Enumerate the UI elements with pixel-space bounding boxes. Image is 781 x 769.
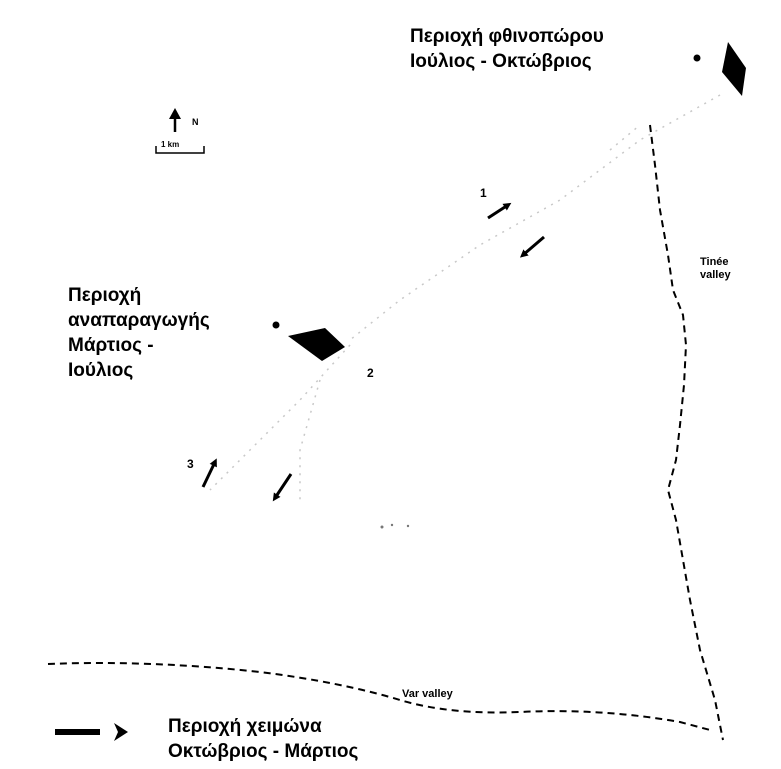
- north-arrow-icon: [169, 108, 181, 132]
- breeding-area-line4: Ιούλιος: [68, 360, 134, 381]
- var-valley-line: [47, 662, 711, 731]
- var-valley-label: Var valley: [402, 688, 453, 700]
- autumn-area-line2: Ιούλιος - Οκτώβριος: [410, 51, 592, 72]
- autumn-area-line1: Περιοχή φθινοπώρου: [410, 26, 604, 47]
- tinee-valley-label: Tinée valley: [700, 256, 731, 282]
- winter-area-line1: Περιοχή χειμώνα: [168, 716, 322, 737]
- winter-area-specks: [380, 523, 410, 529]
- autumn-area-point: [693, 54, 701, 62]
- autumn-area-polygon: [722, 42, 746, 96]
- scale-label: 1 km: [161, 140, 180, 149]
- migration-arrows: [201, 202, 545, 502]
- route-line-3: [299, 379, 321, 500]
- breeding-area-line3: Μάρτιος -: [68, 335, 154, 356]
- north-label: N: [192, 117, 199, 127]
- scale-bar-icon: [155, 146, 205, 154]
- breeding-area-label: Περιοχή αναπαραγωγής Μάρτιος - Ιούλιος: [68, 283, 210, 383]
- route-label-3: 3: [187, 457, 194, 471]
- legend-arrow-icon: [55, 723, 128, 741]
- migration-arrow-icon: [201, 458, 217, 488]
- route-line-1: [349, 94, 721, 341]
- route-label-1: 1: [480, 186, 487, 200]
- route-line-2: [209, 344, 351, 491]
- migration-routes: [209, 94, 721, 500]
- route-line-4: [609, 124, 641, 151]
- autumn-area-label: Περιοχή φθινοπώρου Ιούλιος - Οκτώβριος: [410, 24, 604, 74]
- migration-arrow-icon: [272, 473, 293, 502]
- route-label-2: 2: [367, 366, 374, 380]
- migration-arrow-icon: [487, 202, 512, 220]
- migration-arrow-icon: [519, 235, 545, 258]
- winter-area-label: Περιοχή χειμώνα Οκτώβριος - Μάρτιος: [168, 714, 358, 764]
- breeding-area-line2: αναπαραγωγής: [68, 310, 210, 331]
- breeding-area-polygon: [288, 328, 345, 361]
- breeding-area-point: [272, 321, 280, 329]
- tinee-valley-line: [649, 124, 724, 741]
- winter-area-line2: Οκτώβριος - Μάρτιος: [168, 741, 359, 762]
- tinee-valley-line1: Tinée: [700, 256, 729, 268]
- tinee-valley-line2: valley: [700, 269, 731, 281]
- breeding-area-line1: Περιοχή: [68, 285, 142, 306]
